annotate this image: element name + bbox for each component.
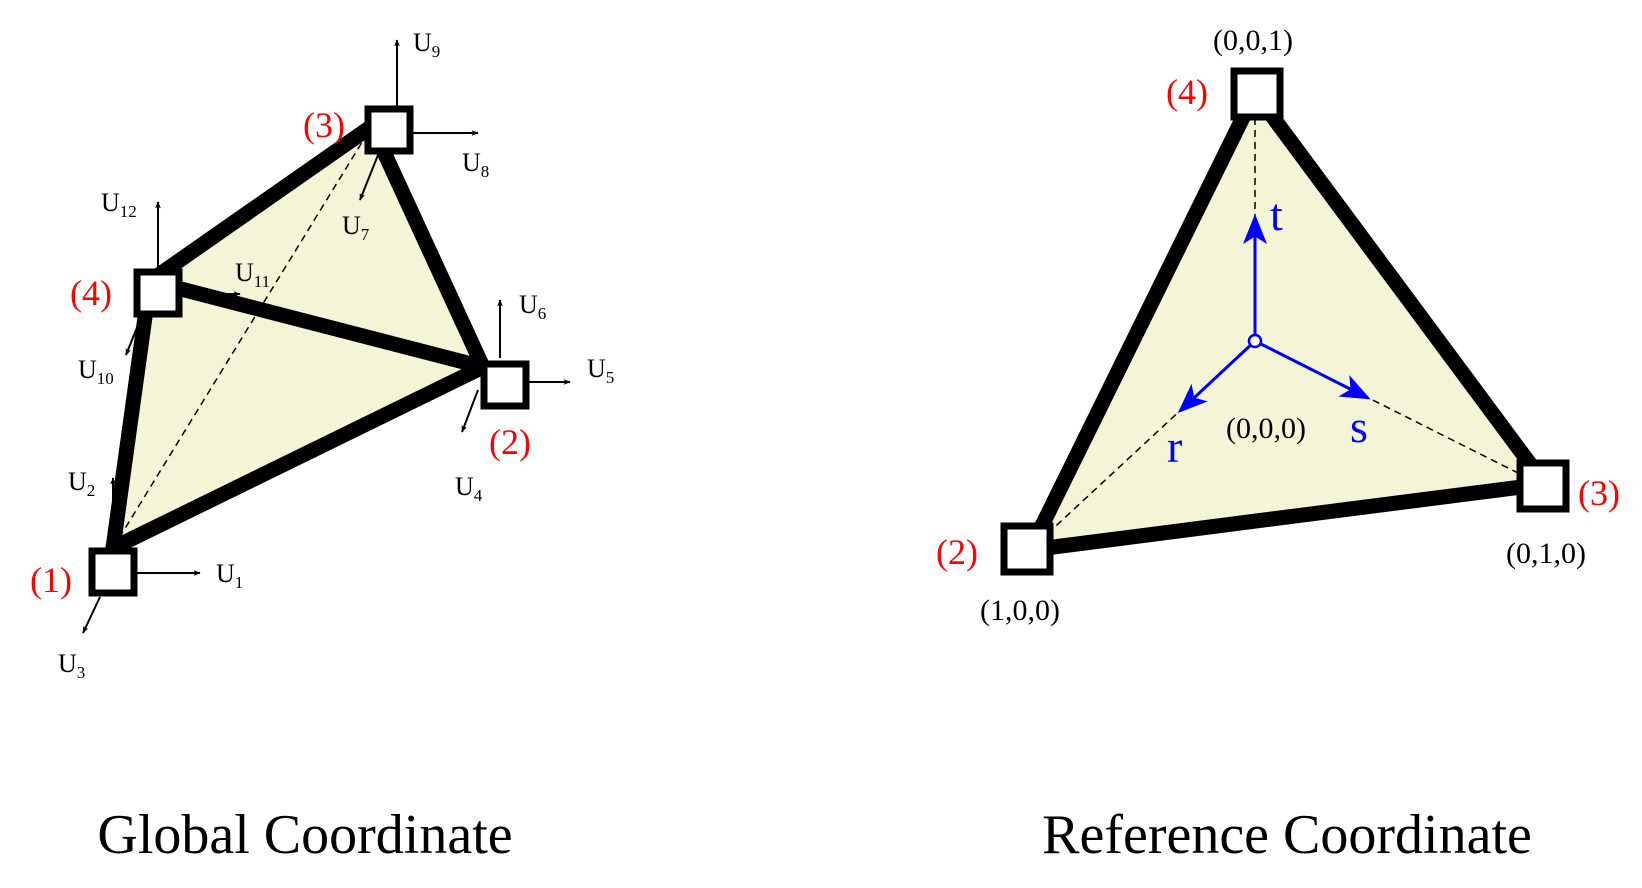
origin-marker — [1247, 333, 1263, 349]
dof-label-u4: U4 — [455, 472, 483, 505]
reference-node-labels: (2) (3) (4) — [936, 72, 1620, 572]
global-node-label-4: (4) — [70, 273, 112, 313]
reference-node-label-2: (2) — [936, 532, 978, 572]
global-node-2 — [480, 360, 530, 410]
coord-label-node-3: (0,1,0) — [1506, 537, 1586, 570]
dof-label-u5: U5 — [587, 354, 614, 387]
reference-edge-2-4 — [1022, 85, 1263, 558]
global-caption: Global Coordinate — [97, 804, 512, 866]
dof-label-u10: U10 — [78, 355, 114, 388]
global-nodes — [88, 105, 530, 597]
dof-label-u2: U2 — [68, 467, 95, 500]
reference-node-3 — [1516, 459, 1570, 513]
coord-label-origin: (0,0,0) — [1226, 412, 1306, 445]
dof-label-u3: U3 — [58, 649, 85, 682]
global-node-labels: (1) (2) (3) (4) — [30, 105, 531, 600]
reference-face — [1030, 93, 1545, 550]
dof-arrow-u10 — [125, 314, 143, 356]
global-element: (1) (2) (3) (4) U1 U2 U3 U4 U5 U6 U7 U8 … — [30, 28, 614, 866]
dof-arrow-u7 — [359, 154, 379, 201]
global-hidden-edge-1-3 — [112, 125, 373, 549]
reference-axes — [1177, 214, 1371, 414]
axis-label-s: s — [1350, 401, 1368, 452]
axis-label-r: r — [1167, 421, 1182, 472]
dof-arrow-u3 — [82, 596, 101, 634]
reference-nodes — [1000, 67, 1570, 576]
global-dof-labels: U1 U2 U3 U4 U5 U6 U7 U8 U9 U10 U11 U12 — [58, 28, 614, 682]
global-node-label-2: (2) — [489, 422, 531, 462]
reference-edges — [1022, 85, 1553, 558]
reference-node-2 — [1000, 522, 1054, 576]
global-face — [113, 126, 483, 548]
coord-label-node-2: (1,0,0) — [980, 594, 1060, 627]
axis-arrow-s — [1254, 339, 1371, 400]
global-node-label-1: (1) — [30, 560, 72, 600]
dof-label-u8: U8 — [462, 148, 489, 181]
reference-node-label-3: (3) — [1578, 473, 1620, 513]
global-node-4 — [133, 268, 183, 318]
axis-label-t: t — [1270, 189, 1283, 240]
global-edge-3-2 — [364, 118, 491, 375]
dof-label-u12: U12 — [101, 188, 137, 221]
dof-label-u9: U9 — [413, 28, 440, 61]
reference-edge-2-3 — [1022, 476, 1553, 558]
reference-coord-labels: (1,0,0) (0,1,0) (0,0,1) (0,0,0) — [980, 24, 1586, 627]
global-node-1 — [88, 547, 138, 597]
axis-arrow-r — [1177, 339, 1257, 414]
reference-node-label-4: (4) — [1166, 72, 1208, 112]
global-edge-1-4 — [105, 273, 158, 556]
reference-caption: Reference Coordinate — [1042, 804, 1532, 866]
dof-label-u7: U7 — [342, 211, 370, 244]
reference-element: t r s (2) (3) (4) (1,0,0) (0,1,0) (0,0,1… — [936, 24, 1620, 866]
reference-axis-labels: t r s — [1167, 189, 1368, 472]
global-edge-1-2 — [105, 359, 491, 556]
dof-label-u11: U11 — [235, 258, 270, 291]
global-edge-4-2 — [142, 273, 491, 375]
dof-label-u6: U6 — [519, 290, 546, 323]
global-node-label-3: (3) — [303, 105, 345, 145]
dof-label-u1: U1 — [216, 559, 243, 592]
global-edge-4-3 — [142, 118, 380, 289]
coord-label-node-4: (0,0,1) — [1213, 24, 1293, 57]
reference-node-4 — [1230, 67, 1284, 121]
global-dof-arrows — [82, 39, 571, 634]
reference-edge-4-3 — [1247, 85, 1553, 492]
global-node-3 — [364, 105, 414, 155]
global-edges — [105, 118, 491, 556]
dof-arrow-u4 — [461, 389, 479, 433]
